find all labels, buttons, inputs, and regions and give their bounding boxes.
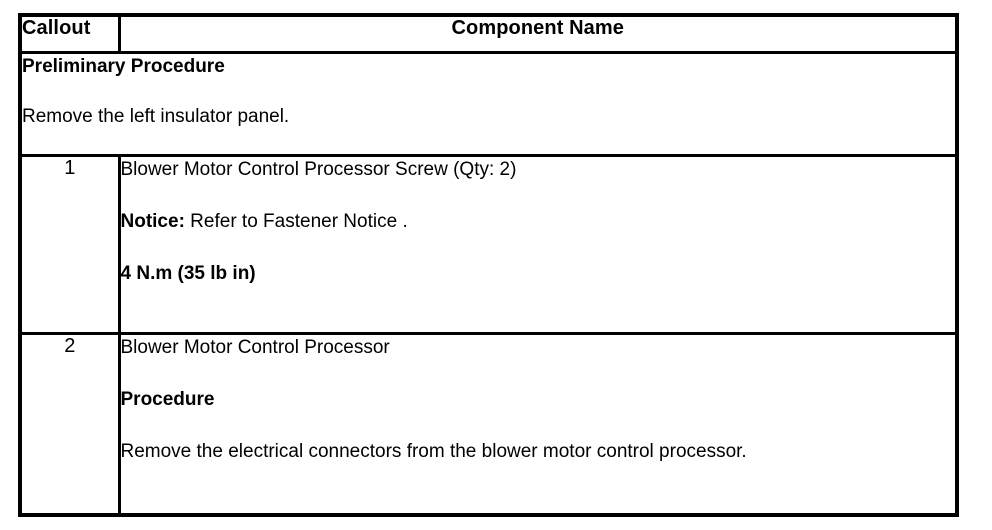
column-header-callout: Callout <box>18 13 121 54</box>
spacer <box>121 361 956 387</box>
callout-2-procedure-text: Remove the electrical connectors from th… <box>120 441 747 462</box>
preliminary-procedure-text: Remove the left insulator panel. <box>22 106 290 127</box>
callout-2-content: Blower Motor Control Processor Procedure… <box>117 332 959 516</box>
callout-1-torque-spec: 4 N.m (35 lb in) <box>120 263 256 284</box>
spacer <box>121 235 956 261</box>
spacer <box>121 183 956 209</box>
table-row: 2 Blower Motor Control Processor Procedu… <box>18 332 959 516</box>
preliminary-procedure-cell: Preliminary Procedure Remove the left in… <box>18 51 959 157</box>
table-header-row: Callout Component Name <box>18 13 959 54</box>
callout-2-component-name: Blower Motor Control Processor <box>120 337 390 358</box>
notice-label: Notice: <box>120 211 185 232</box>
callout-1-component-name: Blower Motor Control Processor Screw (Qt… <box>120 159 517 180</box>
preliminary-procedure-row: Preliminary Procedure Remove the left in… <box>18 51 959 157</box>
preliminary-procedure-title: Preliminary Procedure <box>22 56 225 77</box>
callout-1-notice-line: Notice: Refer to Fastener Notice . <box>121 209 956 235</box>
callout-1-content: Blower Motor Control Processor Screw (Qt… <box>117 154 959 335</box>
column-header-component-name: Component Name <box>117 13 959 54</box>
spacer <box>22 80 955 104</box>
callout-number-1: 1 <box>18 154 121 335</box>
callout-2-procedure-label: Procedure <box>120 389 215 410</box>
callout-number-2: 2 <box>18 332 121 516</box>
table-row: 1 Blower Motor Control Processor Screw (… <box>18 154 959 335</box>
notice-text: Refer to Fastener Notice . <box>184 211 408 232</box>
callout-table: Callout Component Name Preliminary Proce… <box>18 13 959 517</box>
spacer <box>121 413 956 439</box>
